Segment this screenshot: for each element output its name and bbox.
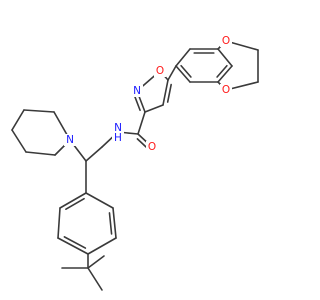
atom-n-piperidine: N [66,134,74,146]
bond-5-second-line [180,64,192,78]
bond-39 [87,267,103,291]
bond-33 [57,237,89,255]
bond-34 [87,237,117,255]
bond-15-second-line [133,94,141,112]
bond-31 [59,192,87,209]
bond-17-second-line [166,83,172,103]
bond-22 [85,146,103,162]
bond-12 [167,65,177,81]
bond-35 [112,207,117,239]
atom-bg-n-piperidine [64,134,76,146]
bond-2 [217,48,233,67]
atom-bg-nh-amide [112,123,124,143]
atom-bg-o-benzodioxane-bottom [220,84,232,96]
atom-label-layer: O O O N O N H N [64,35,232,153]
atom-o-benzodioxane-top: O [222,35,230,47]
atom-o-carbonyl: O [148,141,156,153]
atom-n-isoxazole: N [133,85,141,97]
bond-6 [175,48,191,67]
bond-26 [11,109,25,131]
bond-25 [23,109,55,113]
molecule-structure: O O O N O N H N [11,35,259,291]
bond-35-second-line [108,212,113,235]
bond-3-second-line [216,64,228,78]
bond-27 [11,129,27,153]
atom-o-benzodioxane-bottom: O [222,84,230,96]
bond-18 [137,111,146,135]
atom-o-isoxazole: O [156,65,164,77]
bond-5 [175,65,191,83]
bond-3 [217,65,233,83]
bond-19-second-line [136,138,148,149]
bond-40 [87,255,105,269]
atom-bg-n-isoxazole [131,85,143,97]
bond-33-second-line [63,236,87,249]
atom-bg-o-isoxazole [154,65,166,77]
bond-layer [11,40,259,291]
bond-17 [162,79,169,106]
bond-31-second-line [65,197,85,211]
bond-28 [25,151,56,156]
atom-bg-o-carbonyl [146,141,158,153]
bond-32 [57,207,61,239]
atom-nh-amide: N [114,122,122,134]
atom-h-amide: H [114,132,122,144]
bond-36 [85,192,114,209]
bond-16 [144,104,164,113]
atom-bg-o-benzodioxane-top [220,35,232,47]
